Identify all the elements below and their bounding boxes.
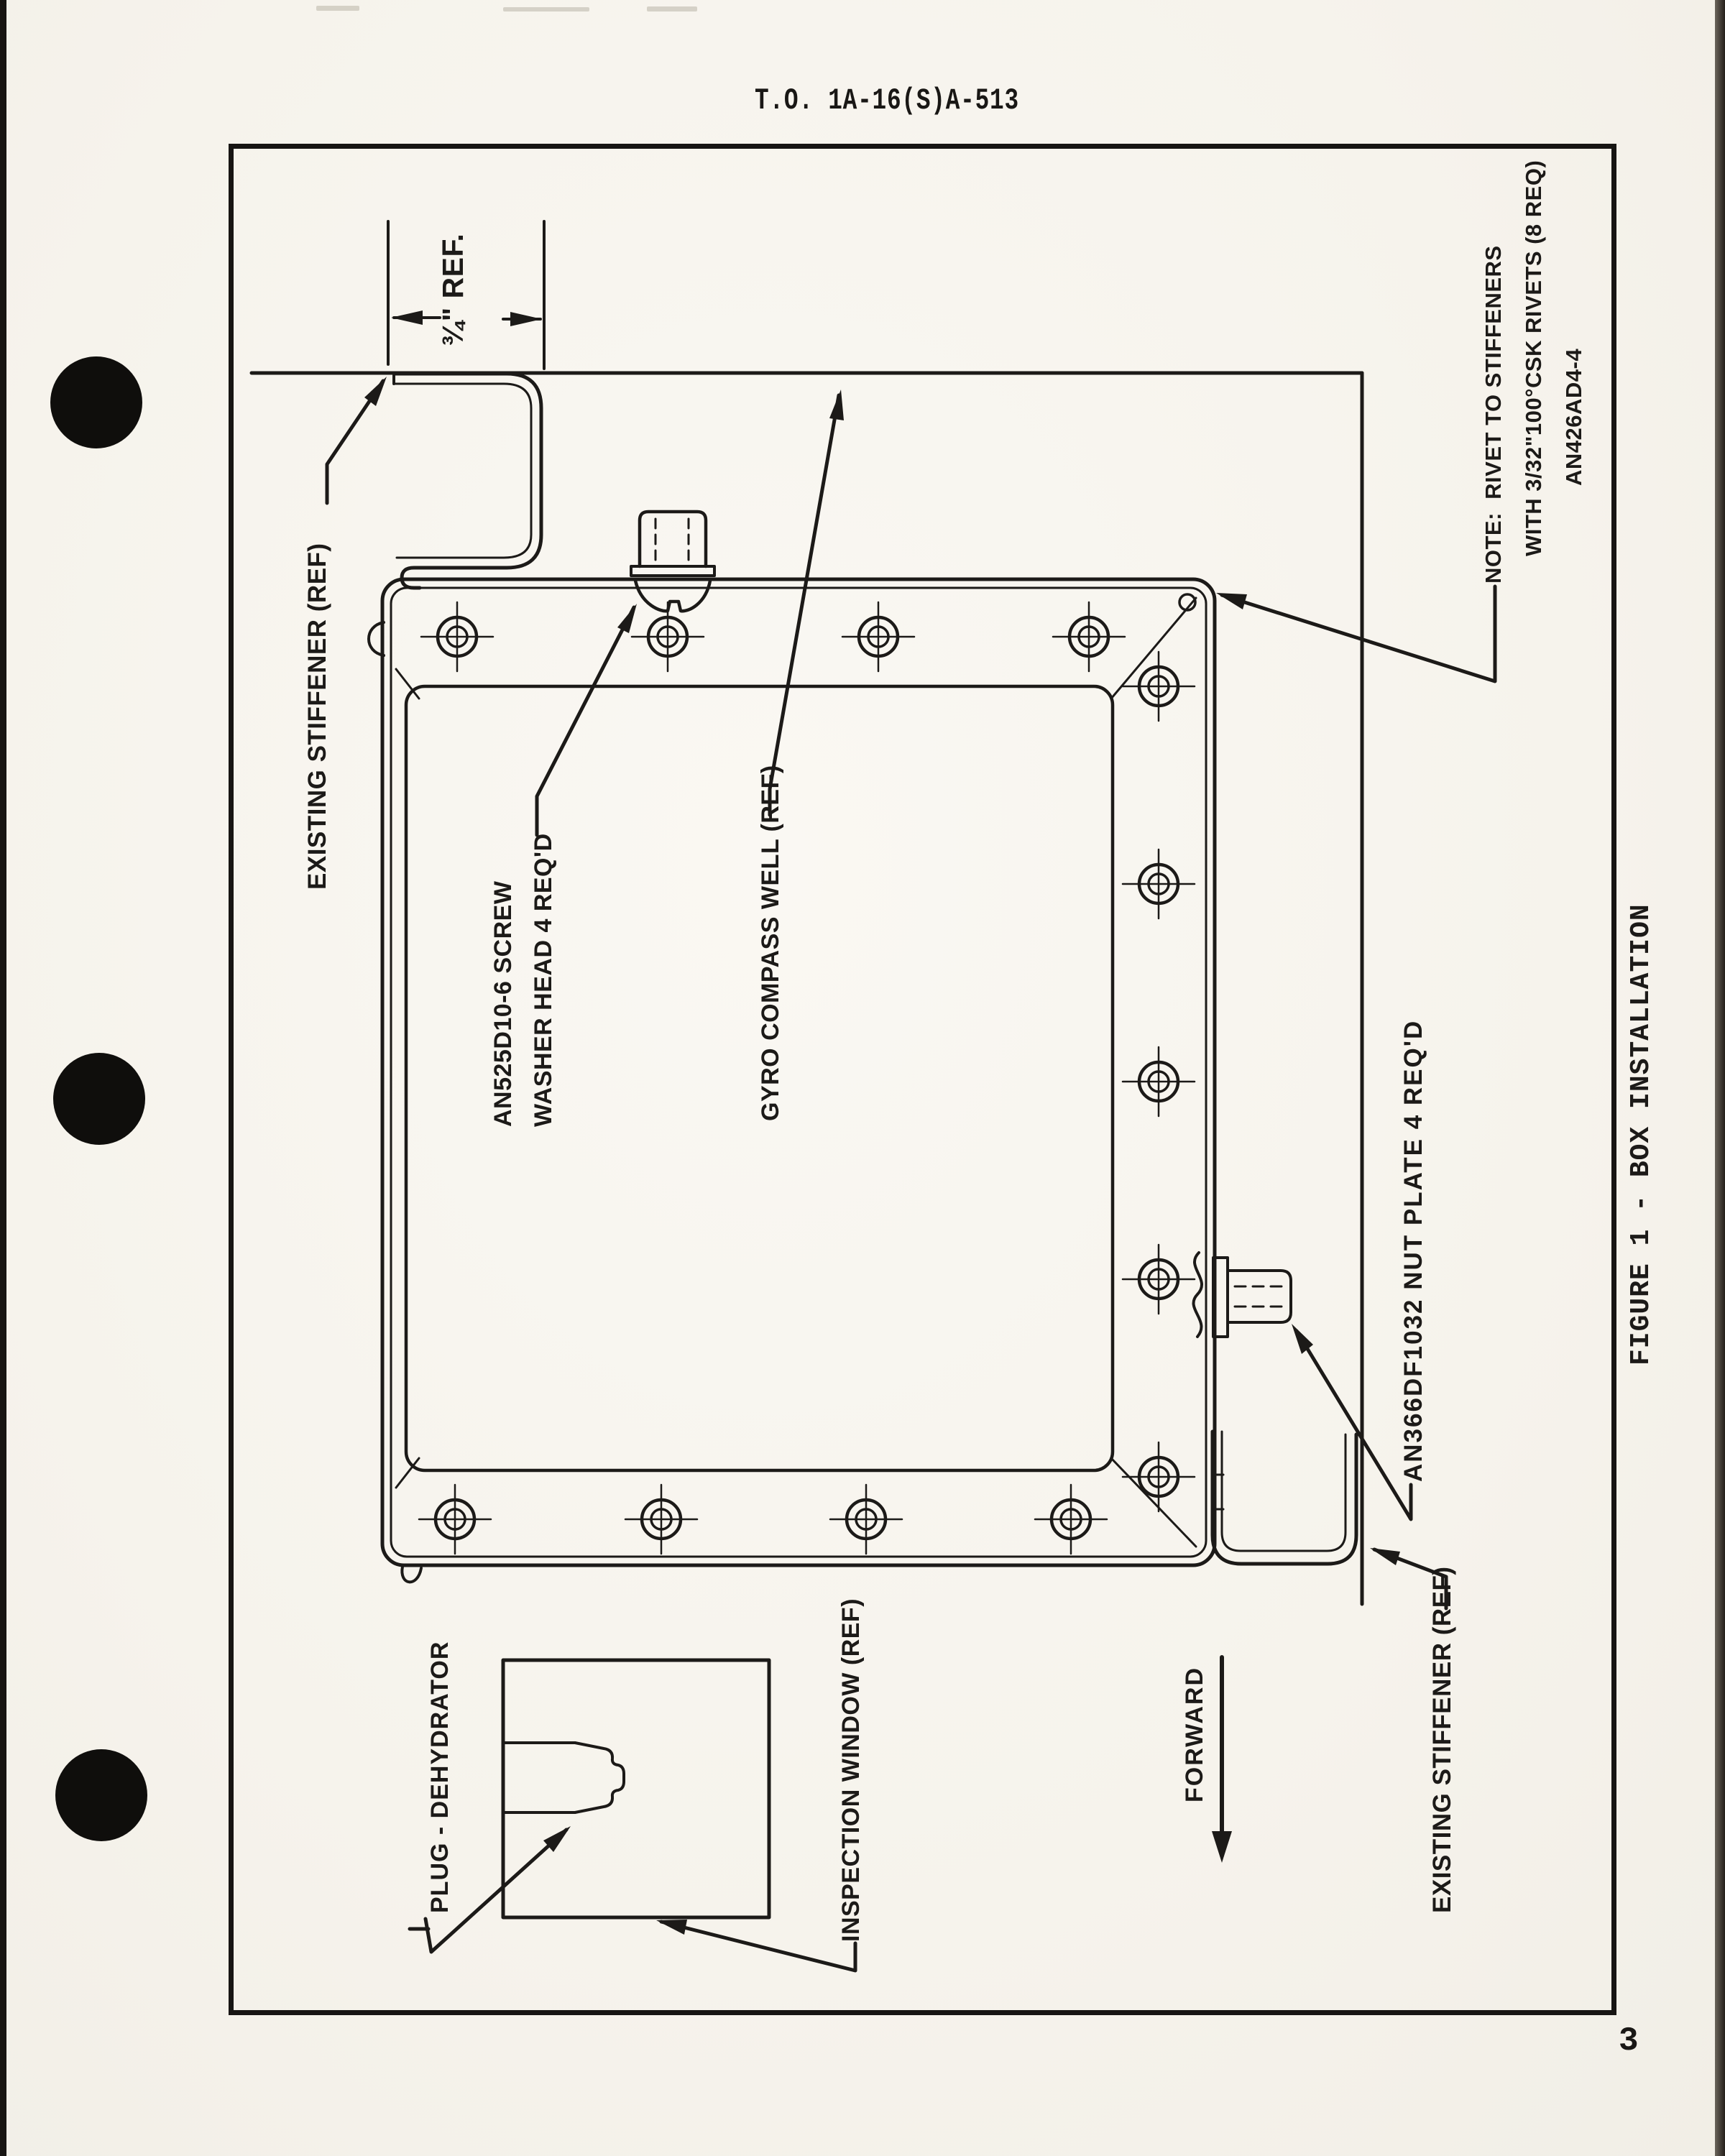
leader-gyro-well xyxy=(768,393,841,817)
hole xyxy=(1034,1483,1108,1555)
scan-speck xyxy=(316,6,359,11)
inspection-window xyxy=(501,1658,771,1920)
figure-caption: FIGURE 1 - BOX INSTALLATION xyxy=(1626,903,1657,1365)
label-nut-plate: AN366DF1032 NUT PLATE 4 REQ'D xyxy=(1399,1019,1427,1482)
hole xyxy=(1121,848,1196,920)
label-existing-stiffener-bottom: EXISTING STIFFENER (REF) xyxy=(1428,1566,1456,1913)
punch-hole-3 xyxy=(55,1749,147,1841)
leader-lines xyxy=(325,377,1497,1973)
dimension-arrow-right xyxy=(510,312,542,326)
existing-stiffener-top xyxy=(392,372,543,590)
label-forward: FORWARD xyxy=(1181,1666,1208,1802)
gyro-compass-well-box xyxy=(367,577,1217,1584)
hole xyxy=(829,1483,903,1555)
leader-stiffener-bottom xyxy=(1372,1547,1448,1611)
label-gyro-compass-well: GYRO COMPASS WELL (REF) xyxy=(757,765,784,1121)
punch-hole-2 xyxy=(53,1053,145,1145)
dimension-lines xyxy=(387,220,546,370)
nut-plate xyxy=(1192,1251,1292,1338)
label-screw: AN525D10-6 SCREW WASHER HEAD 4 REQ'D xyxy=(489,833,557,1127)
leader-nut-plate xyxy=(1294,1329,1413,1521)
dimension-arrow-left xyxy=(391,310,423,325)
scan-speck xyxy=(647,6,697,11)
hole xyxy=(420,601,494,673)
forward-arrow xyxy=(1212,1655,1232,1863)
hole xyxy=(1121,1441,1196,1513)
hole xyxy=(1052,601,1126,673)
label-plug-dehydrator: PLUG - DEHYDRATOR xyxy=(426,1641,454,1913)
leader-screw xyxy=(535,605,636,837)
leader-stiffener-top xyxy=(325,379,385,505)
page-title: T.O. 1A-16(S)A-513 xyxy=(755,83,1019,118)
broken-wall-squiggle xyxy=(1192,1251,1203,1338)
edge-tab-lower xyxy=(400,1565,423,1584)
corner-rivet-detail xyxy=(1178,593,1197,612)
label-note-line1: NOTE: RIVET TO STIFFENERS xyxy=(1481,245,1506,584)
scan-edge-right xyxy=(1715,0,1725,2156)
screw-washer-head xyxy=(630,510,716,613)
hole xyxy=(1121,1046,1196,1118)
dimension-label: ¾" REF. xyxy=(436,233,469,346)
hole xyxy=(1121,650,1196,722)
hole xyxy=(841,601,916,673)
page-number: 3 xyxy=(1619,2022,1639,2060)
edge-tab-upper xyxy=(367,621,385,657)
label-note-line2: WITH 3/32"100°CSK RIVETS (8 REQ) xyxy=(1521,160,1546,556)
leader-note xyxy=(1220,584,1497,683)
plug-profile xyxy=(574,1741,625,1814)
hole xyxy=(418,1483,492,1555)
label-existing-stiffener-top: EXISTING STIFFENER (REF) xyxy=(303,543,331,890)
leader-inspection-window xyxy=(659,1920,857,1973)
label-note-line3: AN426AD4-4 xyxy=(1561,348,1586,486)
punch-hole-1 xyxy=(50,356,142,448)
mounting-holes xyxy=(418,601,1196,1555)
hole xyxy=(1121,1243,1196,1315)
label-inspection-window: INSPECTION WINDOW (REF) xyxy=(837,1598,865,1942)
figure-frame xyxy=(229,144,1616,2015)
scan-speck xyxy=(503,7,589,11)
hole xyxy=(624,1483,699,1555)
scan-edge-left xyxy=(0,0,6,2156)
leader-plug xyxy=(408,1828,569,1954)
hole xyxy=(630,601,705,673)
existing-stiffener-bottom xyxy=(1210,1429,1358,1566)
